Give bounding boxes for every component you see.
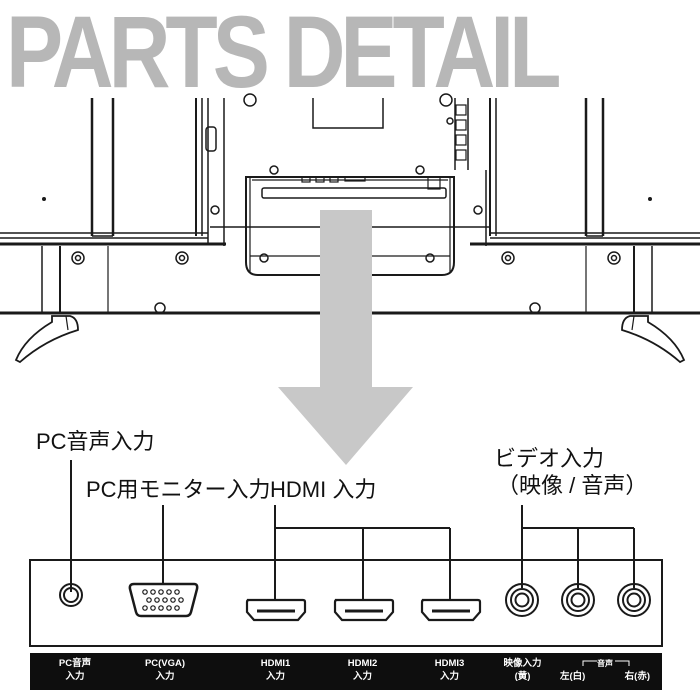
- bar-label-audio-right: 右(赤): [624, 671, 650, 682]
- arrow-down-icon: [278, 210, 413, 465]
- callout-hdmi: HDMI 入力: [270, 477, 377, 502]
- callout-video-line1: ビデオ入力: [494, 446, 605, 471]
- page-title: PARTS DETAIL: [6, 0, 561, 109]
- hdmi-port-icon: [420, 598, 482, 622]
- port-label-bar: PC音声 入力 PC(VGA) 入力 HDMI1 入力 HDMI2 入力 HDM…: [30, 653, 662, 690]
- bar-label-pc-audio: PC音声 入力: [58, 658, 92, 682]
- rca-jack-icon: [617, 583, 651, 617]
- callout-video-line2: （映像 / 音声）: [497, 473, 648, 498]
- rca-jack-icon: [561, 583, 595, 617]
- rca-jack-icon: [505, 583, 539, 617]
- bar-label-pc-vga: PC(VGA) 入力: [144, 658, 186, 682]
- bar-label-video: 映像入力 (黄): [503, 658, 542, 682]
- port-panel: [29, 559, 663, 647]
- callout-pc-audio: PC音声入力: [36, 429, 155, 454]
- callout-lines: [70, 460, 635, 600]
- callout-pc-monitor: PC用モニター入力: [86, 477, 271, 502]
- bar-label-audio-left: 左(白): [560, 671, 586, 682]
- hdmi-port-icon: [333, 598, 395, 622]
- bar-label-hdmi1: HDMI1 入力: [260, 658, 291, 682]
- bar-label-audio-group: 音声 左(白) 右(赤): [560, 659, 650, 682]
- bar-label-hdmi3: HDMI3 入力: [434, 658, 465, 682]
- audio-bracket: [582, 660, 630, 666]
- audio-jack-icon: [59, 583, 83, 607]
- panel-dots: [42, 197, 652, 201]
- hdmi-port-icon: [245, 598, 307, 622]
- bar-label-hdmi2: HDMI2 入力: [347, 658, 378, 682]
- tv-back-outline: [0, 98, 700, 364]
- screw-holes: [71, 93, 621, 314]
- vga-port-icon: [128, 582, 199, 618]
